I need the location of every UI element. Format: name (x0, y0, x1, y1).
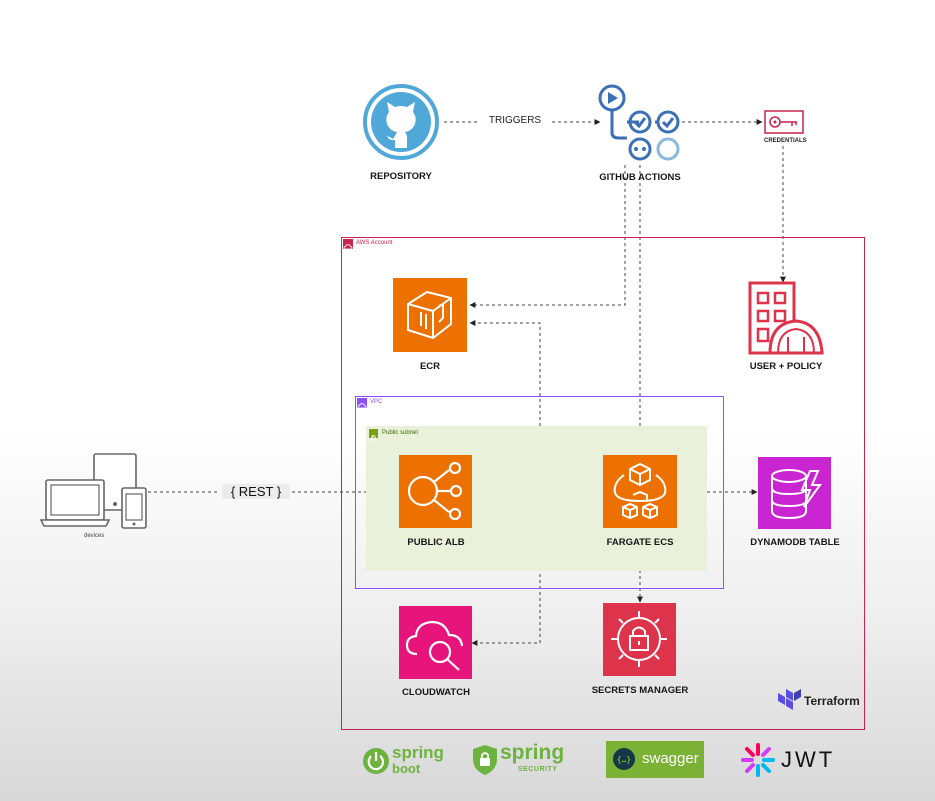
dynamodb-label: DYNAMODB TABLE (750, 537, 840, 548)
spring-boot-logo: spring boot (362, 743, 452, 778)
repository-node[interactable] (363, 84, 439, 160)
github-icon (363, 84, 439, 160)
secrets-manager-label: SECRETS MANAGER (591, 685, 689, 696)
subnet-label: Public subnet (382, 430, 419, 436)
spring-security-sub: SECURITY (518, 766, 558, 773)
user-policy-label: USER + POLICY (749, 361, 823, 372)
fargate-ecs-label: FARGATE ECS (606, 537, 674, 548)
iam-user-icon (748, 281, 824, 355)
edge-actions-ecr (469, 165, 626, 308)
dynamodb-node[interactable] (758, 457, 831, 529)
edge-label-triggers: TRIGGERS (480, 115, 550, 126)
spring-power-icon (363, 748, 389, 774)
credentials-node[interactable] (764, 110, 804, 134)
ecr-icon (407, 290, 452, 340)
dynamodb-icon (771, 469, 822, 520)
github-actions-label: GITHUB ACTIONS (599, 172, 681, 183)
shield-icon (473, 745, 497, 775)
aws-account-badge-icon (343, 239, 353, 250)
devices-node[interactable] (39, 452, 150, 532)
swagger-icon: {…} (613, 748, 635, 770)
vpc-label: VPC (370, 399, 383, 405)
jwt-logo: JWT (741, 743, 847, 779)
github-actions-node[interactable] (597, 83, 683, 163)
fargate-ecs-node[interactable] (603, 455, 677, 528)
jwt-icon (741, 743, 775, 777)
ecr-node[interactable] (393, 278, 467, 352)
devices-icon (39, 453, 147, 529)
edge-label-rest: { REST } (222, 484, 290, 499)
devices-label: devices (84, 533, 105, 539)
cloudwatch-node[interactable] (399, 606, 472, 679)
github-actions-icon (598, 84, 680, 161)
aws-account-label: AWS Account (356, 240, 393, 246)
aws-account-group: AWS Account (341, 237, 865, 730)
spring-boot-sub: boot (392, 761, 421, 776)
secrets-manager-icon (611, 611, 667, 667)
fargate-icon (613, 462, 667, 520)
swagger-logo: {…} swagger (606, 741, 704, 778)
credentials-label: CREDENTIALS (764, 138, 807, 144)
vpc-badge-icon (357, 398, 367, 409)
svg-text:{…}: {…} (617, 755, 631, 764)
cloudwatch-label: CLOUDWATCH (402, 687, 470, 698)
cloudwatch-icon (405, 620, 464, 671)
swagger-text: swagger (642, 750, 699, 767)
terraform-text: Terraform (804, 694, 860, 708)
jwt-text: JWT (781, 747, 836, 772)
public-alb-node[interactable] (399, 455, 472, 528)
ecr-label: ECR (419, 361, 441, 372)
spring-security-logo: spring SECURITY (472, 741, 577, 778)
repository-label: REPOSITORY (370, 171, 432, 182)
alb-icon (407, 461, 463, 521)
vpc-group: VPC (355, 396, 724, 589)
secrets-manager-node[interactable] (603, 603, 676, 676)
spring-boot-word: spring (392, 743, 444, 762)
subnet-badge-icon (369, 429, 378, 441)
key-icon (764, 110, 804, 134)
terraform-icon (778, 689, 801, 710)
spring-security-word: spring (500, 741, 565, 764)
public-alb-label: PUBLIC ALB (407, 537, 465, 548)
user-policy-node[interactable] (748, 281, 824, 357)
terraform-logo: Terraform (778, 687, 863, 715)
